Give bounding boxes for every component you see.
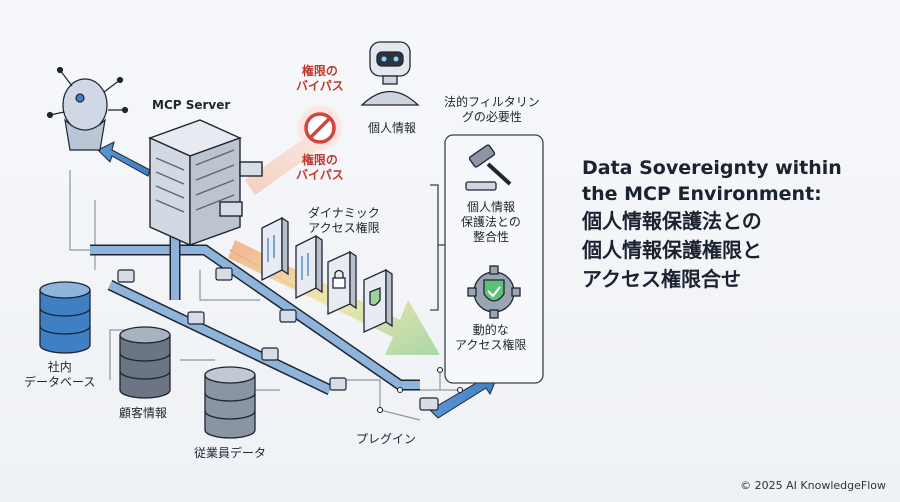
title-line-5: アクセス権限合せ [582,267,741,291]
dynamic-access-label: ダイナミック アクセス権限 [308,206,380,235]
bypass-label-top: 権限の バイパス [296,64,344,93]
employee-data-label: 従業員データ [194,446,267,460]
mcp-server-label: MCP Server [152,98,231,112]
title-line-3: 個人情報保護法との [582,209,762,233]
title-line-1: Data Sovereignty within [582,157,842,179]
filtering-necessity-label: 法的フィルタリン グの必要性 [444,95,540,124]
page-title: Data Sovereignty within the MCP Environm… [582,155,892,294]
customer-info-label: 顧客情報 [119,406,168,420]
database-employee [204,366,256,439]
gavel-icon [465,144,512,191]
ai-head-icon [46,66,129,151]
bypass-label-bottom: 権限の バイパス [296,153,344,182]
pipe-connectors [117,267,439,411]
internal-db-label: 社内 データベース [24,360,96,389]
title-line-2: the MCP Environment: [582,183,822,205]
mcp-server [148,119,263,247]
plugin-circuit [376,366,464,414]
title-line-4: 個人情報保護権限と [582,238,762,262]
gear-shield-icon [467,265,521,319]
database-internal [39,281,91,354]
access-gates [261,216,393,334]
pipes [90,230,420,395]
personal-info-label: 個人情報 [368,121,417,135]
compliance-label: 個人情報 保護法との 整合性 [461,200,521,244]
copyright: © 2025 AI KnowledgeFlow [740,479,886,492]
dynamic-access-control-label: 動的な アクセス権限 [455,323,527,352]
database-customer [119,326,171,399]
plugin-label: プレグイン [356,432,417,446]
compliance-panel [430,134,544,384]
robot-icon [360,41,420,106]
prohibited-icon [298,106,342,150]
outbound-arrow-left [97,141,151,177]
